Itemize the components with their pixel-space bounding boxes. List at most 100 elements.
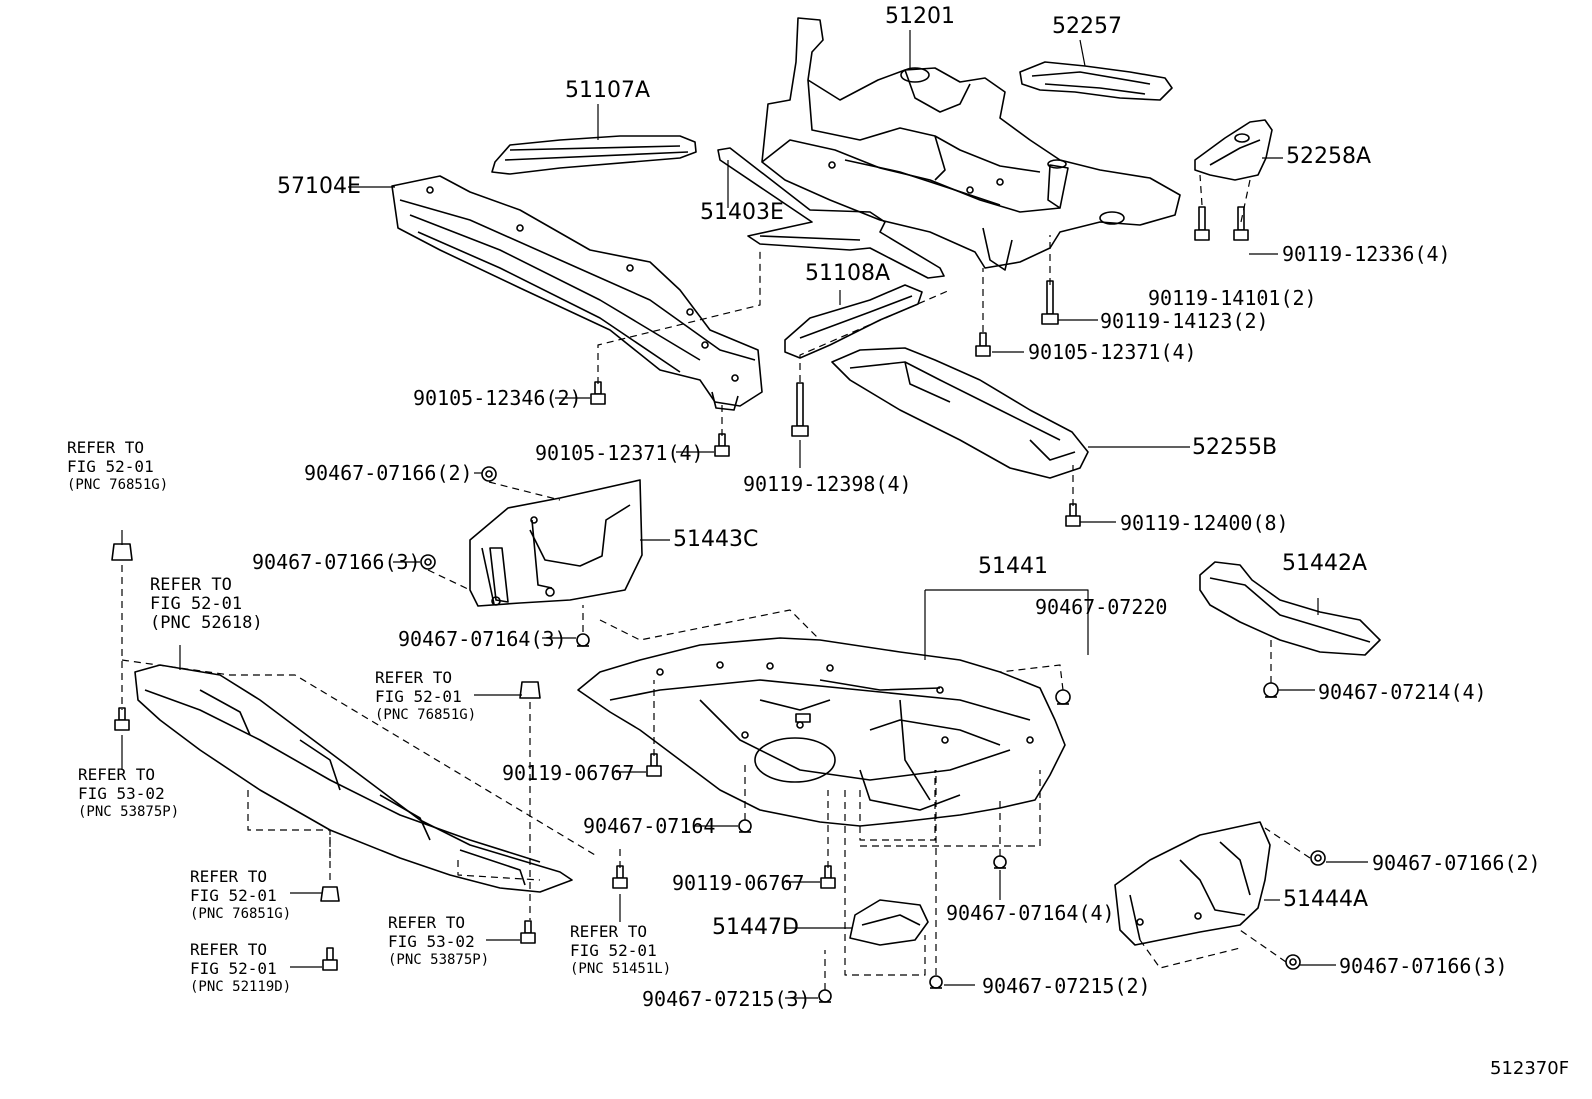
refer-note-4: REFER TO FIG 53-02 (PNC 53875P) bbox=[78, 765, 179, 822]
refer-note-1: REFER TO FIG 52-01 (PNC 76851G) bbox=[67, 438, 168, 495]
label-51403E: 51403E bbox=[700, 200, 784, 225]
label-51201: 51201 bbox=[885, 4, 955, 29]
label-f19: 90467-07166(3) bbox=[1339, 954, 1508, 978]
shield-51108A-drawing bbox=[784, 284, 923, 359]
label-f18: 90467-07166(2) bbox=[1372, 851, 1541, 875]
refer-fig: FIG 53-02 bbox=[388, 932, 475, 951]
refer-fig: FIG 52-01 bbox=[375, 687, 462, 706]
clip-icon bbox=[111, 543, 133, 561]
clip-icon bbox=[420, 554, 436, 570]
label-f11: 90467-07164(3) bbox=[398, 627, 567, 651]
clip-icon bbox=[576, 633, 590, 647]
bolt-icon bbox=[520, 920, 536, 944]
refer-pnc: (PNC 76851G) bbox=[190, 906, 292, 922]
label-f5: 90105-12346(2) bbox=[413, 386, 582, 410]
refer-note-3: REFER TO FIG 52-01 (PNC 76851G) bbox=[375, 668, 476, 725]
bumper-cover-drawing bbox=[134, 664, 573, 893]
label-51441: 51441 bbox=[978, 554, 1048, 579]
label-f14: 90119-06767 bbox=[502, 761, 635, 785]
bolt-icon bbox=[714, 433, 730, 457]
refer-line: REFER TO bbox=[190, 940, 268, 959]
bolt-icon bbox=[820, 865, 836, 889]
frame-52255B-drawing bbox=[831, 347, 1089, 479]
label-f3: 90119-14123(2) bbox=[1100, 309, 1269, 333]
refer-line: REFER TO bbox=[150, 575, 232, 595]
refer-fig: FIG 52-01 bbox=[67, 457, 154, 476]
clip-icon bbox=[320, 886, 340, 902]
cover-51441-drawing bbox=[577, 637, 1066, 827]
clip-icon bbox=[1285, 954, 1301, 970]
refer-line: REFER TO bbox=[190, 867, 268, 886]
shield-51442A-drawing bbox=[1199, 561, 1381, 656]
bracket-52258A-drawing bbox=[1194, 119, 1273, 181]
cover-51443C-drawing bbox=[469, 479, 643, 607]
label-52257: 52257 bbox=[1052, 14, 1122, 39]
label-51447D: 51447D bbox=[712, 915, 799, 940]
refer-pnc: (PNC 52119D) bbox=[190, 979, 292, 995]
label-f21: 90467-07215(2) bbox=[982, 974, 1151, 998]
refer-note-7: REFER TO FIG 53-02 (PNC 53875P) bbox=[388, 913, 489, 970]
refer-fig: FIG 52-01 bbox=[190, 959, 277, 978]
refer-note-5: REFER TO FIG 52-01 (PNC 76851G) bbox=[190, 867, 291, 924]
label-52258A: 52258A bbox=[1286, 144, 1372, 169]
refer-note-2: REFER TO FIG 52-01 (PNC 52618) bbox=[150, 576, 263, 633]
crossmember-51201-drawing bbox=[761, 17, 1181, 271]
cover-51447D-drawing bbox=[849, 899, 929, 946]
refer-pnc: (PNC 53875P) bbox=[388, 952, 490, 968]
figure-id: 512370F bbox=[1490, 1058, 1570, 1079]
clip-icon bbox=[1055, 689, 1071, 705]
refer-fig: FIG 52-01 bbox=[190, 886, 277, 905]
refer-pnc: (PNC 52618) bbox=[150, 613, 263, 633]
bolt-icon bbox=[791, 382, 809, 437]
label-f7: 90119-12398(4) bbox=[743, 472, 912, 496]
bolt-icon bbox=[590, 381, 606, 405]
label-f10: 90467-07166(3) bbox=[252, 550, 421, 574]
label-51107A: 51107A bbox=[565, 78, 651, 103]
refer-fig: FIG 53-02 bbox=[78, 784, 165, 803]
label-f13: 90467-07214(4) bbox=[1318, 680, 1487, 704]
label-52255B: 52255B bbox=[1192, 435, 1278, 460]
leader-lines bbox=[121, 30, 1368, 999]
clip-icon bbox=[993, 855, 1007, 869]
refer-note-6: REFER TO FIG 52-01 (PNC 52119D) bbox=[190, 940, 291, 997]
refer-line: REFER TO bbox=[78, 765, 156, 784]
label-f20: 90467-07215(3) bbox=[642, 987, 811, 1011]
label-f16: 90119-06767 bbox=[672, 871, 805, 895]
refer-line: REFER TO bbox=[375, 668, 453, 687]
shield-51107A-drawing bbox=[491, 135, 697, 175]
label-f15: 90467-07164 bbox=[583, 814, 716, 838]
clip-icon bbox=[818, 989, 832, 1003]
refer-fig: FIG 52-01 bbox=[150, 594, 243, 614]
clip-icon bbox=[1310, 850, 1326, 866]
refer-line: REFER TO bbox=[570, 922, 648, 941]
cover-51444A-drawing bbox=[1114, 821, 1271, 946]
bolt-icon bbox=[1194, 206, 1210, 241]
refer-line: REFER TO bbox=[67, 438, 145, 457]
bracket-52257-drawing bbox=[1019, 61, 1173, 101]
bolt-icon bbox=[322, 947, 338, 971]
fastener-symbols bbox=[111, 206, 1326, 1003]
label-f8: 90119-12400(8) bbox=[1120, 511, 1289, 535]
clip-icon bbox=[481, 466, 497, 482]
bolt-icon bbox=[646, 753, 662, 777]
clip-icon bbox=[519, 681, 541, 699]
bolt-icon bbox=[612, 865, 628, 889]
frame-57104E-drawing bbox=[391, 175, 763, 411]
label-f1: 90119-12336(4) bbox=[1282, 242, 1451, 266]
refer-note-8: REFER TO FIG 52-01 (PNC 51451L) bbox=[570, 922, 671, 979]
clip-icon bbox=[929, 975, 943, 989]
refer-pnc: (PNC 51451L) bbox=[570, 961, 672, 977]
refer-line: REFER TO bbox=[388, 913, 466, 932]
bolt-icon bbox=[1041, 280, 1059, 325]
refer-pnc: (PNC 76851G) bbox=[67, 477, 169, 493]
label-f17: 90467-07164(4) bbox=[946, 901, 1115, 925]
clip-icon bbox=[1263, 682, 1279, 698]
label-f6: 90105-12371(4) bbox=[535, 441, 704, 465]
bolt-icon bbox=[1065, 503, 1081, 527]
bolt-icon bbox=[1233, 206, 1249, 241]
label-f4: 90105-12371(4) bbox=[1028, 340, 1197, 364]
label-51444A: 51444A bbox=[1283, 887, 1369, 912]
label-51443C: 51443C bbox=[673, 527, 759, 552]
refer-pnc: (PNC 76851G) bbox=[375, 707, 477, 723]
